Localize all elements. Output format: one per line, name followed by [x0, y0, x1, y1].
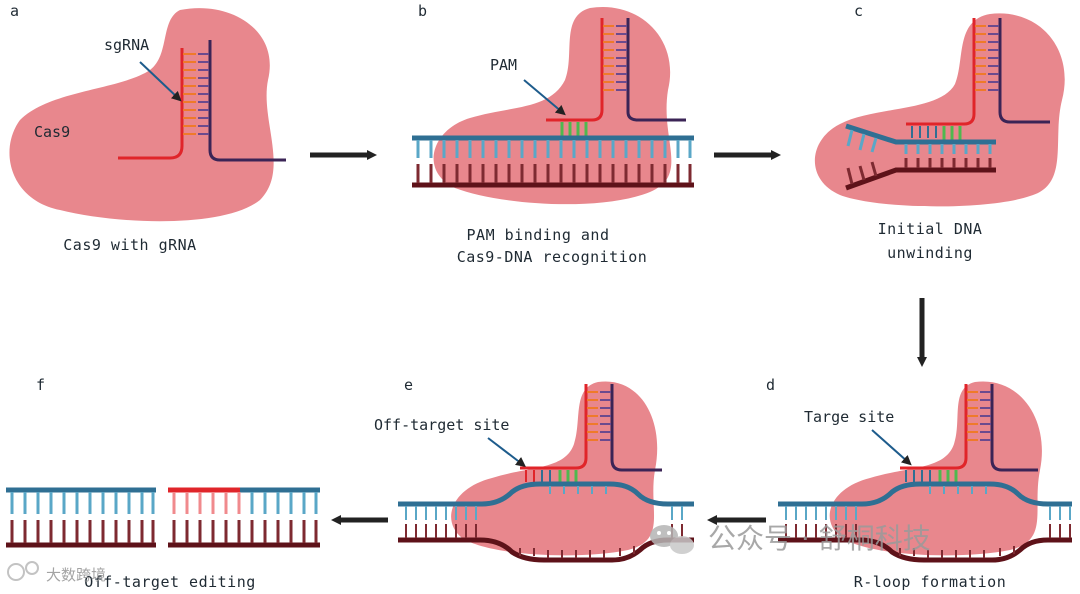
- dna-duplex: [412, 135, 694, 188]
- panel-c-caption-line1: Initial DNA: [878, 220, 983, 238]
- panel-a-letter: a: [10, 2, 19, 20]
- off-target-site-label: Off-target site: [374, 416, 509, 434]
- panel-d: d: [766, 376, 1072, 591]
- dna-fragment-right: [168, 487, 320, 548]
- sgrna-label: sgRNA: [104, 36, 149, 54]
- dna-r-loop: [398, 481, 694, 563]
- brand-logo-icon: [7, 561, 39, 581]
- panel-e-letter: e: [404, 376, 413, 394]
- cas9-blob: [814, 13, 1065, 207]
- target-site-label: Targe site: [804, 408, 894, 426]
- pam-label: PAM: [490, 56, 517, 74]
- off-target-site-pointer: [487, 437, 526, 468]
- panel-b: b: [412, 2, 694, 266]
- pam-pointer: [523, 79, 566, 116]
- panel-c: c: [814, 2, 1065, 262]
- panel-d-letter: d: [766, 376, 775, 394]
- sgrna: [546, 18, 686, 122]
- watermark-corner: 大数跨境: [7, 561, 106, 584]
- panel-e: e: [374, 376, 694, 563]
- sgrna: [906, 18, 1050, 140]
- target-site-pointer: [871, 429, 912, 466]
- panel-f: f: [6, 376, 320, 591]
- sgrna-rungs: [183, 53, 209, 135]
- panel-d-caption: R-loop formation: [854, 573, 1007, 591]
- panel-b-letter: b: [418, 2, 427, 20]
- cas9-label: Cas9: [34, 123, 70, 141]
- watermark-text: 公众号 · 舒桐科技: [708, 522, 931, 555]
- sgrna: [520, 384, 662, 484]
- panel-f-letter: f: [36, 376, 45, 394]
- dna-unwinding: [845, 123, 996, 191]
- panel-c-letter: c: [854, 2, 863, 20]
- watermark-corner-text: 大数跨境: [46, 566, 106, 584]
- panel-c-caption-line2: unwinding: [887, 244, 973, 262]
- watermark-main: 公众号 · 舒桐科技: [650, 522, 931, 555]
- dna-fragment-left: [6, 487, 156, 548]
- sgrna-pointer: [139, 61, 182, 102]
- panel-a-caption: Cas9 with gRNA: [63, 236, 196, 254]
- sgrna: [118, 40, 286, 162]
- pam-contacts: [560, 122, 588, 136]
- wechat-icon: [650, 525, 694, 554]
- dna-r-loop: [778, 481, 1072, 563]
- panel-a: a: [9, 2, 286, 254]
- panel-f-caption: Off-target editing: [84, 573, 256, 591]
- panel-b-caption-line1: PAM binding and: [467, 226, 610, 244]
- panel-b-caption-line2: Cas9-DNA recognition: [457, 248, 648, 266]
- sgrna: [900, 384, 1038, 484]
